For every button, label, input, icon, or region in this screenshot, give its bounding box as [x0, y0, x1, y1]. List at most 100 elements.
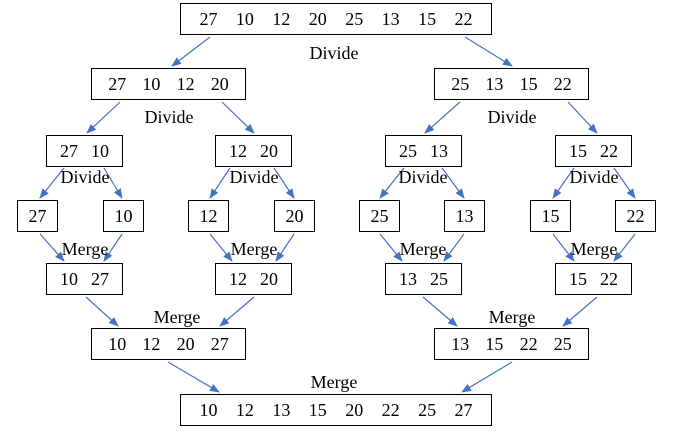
array-value: 12: [229, 269, 247, 289]
array-box-s13: 13: [444, 200, 485, 232]
arrow: [379, 167, 405, 199]
array-value: 20: [285, 206, 304, 226]
arrow: [273, 167, 295, 199]
arrow: [461, 361, 513, 393]
arrow: [39, 167, 65, 199]
array-box-s27: 27: [17, 200, 58, 232]
array-value: 20: [210, 74, 229, 94]
array-value: 12: [229, 141, 247, 161]
arrow: [562, 296, 598, 327]
array-value: 15: [485, 334, 504, 354]
array-value: 27: [60, 141, 78, 161]
arrow: [443, 233, 465, 262]
array-value: 22: [454, 9, 473, 29]
array-value: 27: [210, 334, 229, 354]
merge-label: Merge: [61, 239, 109, 259]
merge-label: Merge: [488, 307, 536, 327]
arrow: [275, 233, 295, 262]
array-value: 12: [199, 206, 218, 226]
arrow: [103, 167, 123, 199]
array-value: 20: [260, 141, 278, 161]
arrow: [422, 296, 458, 327]
array-value: 10: [235, 9, 254, 29]
arrow: [441, 167, 465, 199]
array-value: 15: [541, 206, 560, 226]
arrow: [464, 36, 513, 67]
arrow: [552, 167, 575, 199]
array-value: 10: [60, 269, 78, 289]
array-value: 22: [600, 269, 618, 289]
array-value: 25: [345, 9, 364, 29]
arrow: [613, 233, 636, 262]
array-box-s10: 10: [103, 200, 144, 232]
array-box-LR: 12 20: [215, 135, 292, 167]
arrow: [209, 233, 233, 262]
array-box-s15: 15: [530, 200, 571, 232]
array-value: 15: [519, 74, 538, 94]
array-value: 22: [553, 74, 572, 94]
divide-label: Divide: [60, 167, 110, 187]
array-value: 27: [108, 74, 127, 94]
array-value: 10: [199, 400, 218, 420]
array-value: 25: [418, 400, 437, 420]
merge-label: Merge: [570, 239, 618, 259]
arrow: [39, 233, 65, 262]
array-box-root: 27 10 12 20 25 13 15 22: [180, 3, 492, 35]
array-value: 20: [308, 9, 327, 29]
merge-label: Merge: [153, 307, 201, 327]
array-value: 22: [600, 141, 618, 161]
arrow: [567, 101, 598, 134]
array-value: 12: [235, 400, 254, 420]
arrow: [424, 101, 461, 134]
array-box-R: 25 13 15 22: [434, 68, 589, 100]
array-value: 12: [272, 9, 291, 29]
array-value: 27: [28, 206, 47, 226]
array-value: 13: [381, 9, 400, 29]
array-value: 20: [345, 400, 364, 420]
array-value: 15: [308, 400, 327, 420]
array-value: 15: [418, 9, 437, 29]
array-value: 10: [91, 141, 109, 161]
array-box-s12: 12: [188, 200, 229, 232]
array-box-LL: 27 10: [46, 135, 123, 167]
merge-label: Merge: [230, 239, 278, 259]
array-value: 25: [370, 206, 389, 226]
array-box-mL: 10 12 20 27: [91, 328, 246, 360]
array-value: 13: [455, 206, 474, 226]
array-value: 25: [451, 74, 470, 94]
array-value: 13: [485, 74, 504, 94]
array-value: 10: [114, 206, 133, 226]
array-value: 13: [399, 269, 417, 289]
array-value: 27: [454, 400, 473, 420]
array-value: 12: [142, 334, 161, 354]
arrow: [167, 361, 220, 393]
divide-label: Divide: [398, 167, 448, 187]
array-value: 10: [108, 334, 127, 354]
array-value: 20: [176, 334, 195, 354]
array-box-s22: 22: [615, 200, 656, 232]
array-value: 25: [553, 334, 572, 354]
array-value: 22: [626, 206, 645, 226]
array-value: 15: [569, 269, 587, 289]
array-value: 22: [519, 334, 538, 354]
arrow: [85, 296, 119, 327]
array-value: 27: [199, 9, 218, 29]
arrow: [379, 233, 403, 262]
merge-label: Merge: [310, 372, 358, 392]
divide-label: Divide: [309, 43, 359, 63]
array-box-s25: 25: [359, 200, 400, 232]
arrow: [613, 167, 636, 199]
array-value: 25: [399, 141, 417, 161]
divide-label: Divide: [569, 167, 619, 187]
divide-label: Divide: [144, 107, 194, 127]
